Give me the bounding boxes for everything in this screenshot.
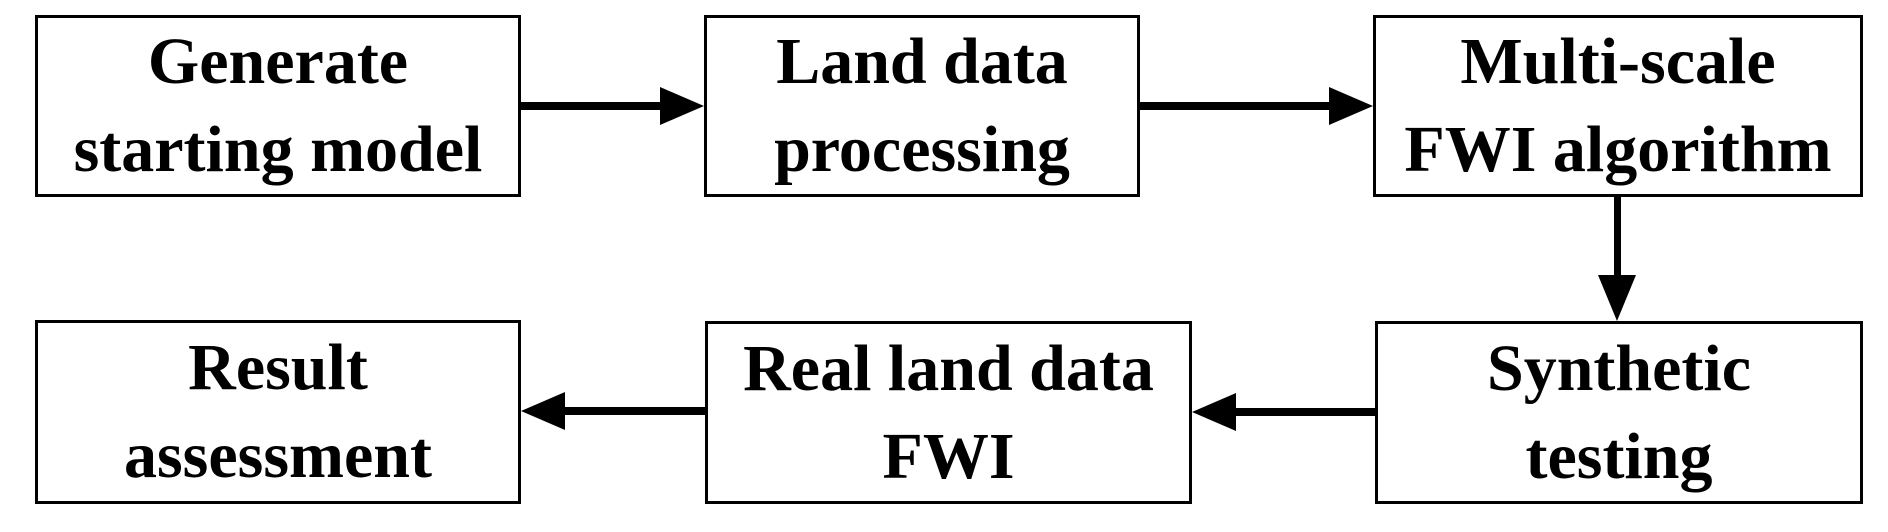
node-land-data-processing: Land data processing <box>704 15 1140 197</box>
node-label-line: Real land data <box>743 331 1154 405</box>
node-label-line: Generate <box>147 25 409 98</box>
arrow-shaft <box>563 407 705 415</box>
node-label-line: Synthetic <box>1487 331 1751 405</box>
arrow-shaft <box>521 102 664 110</box>
node-label-line: Multi-scale <box>1460 25 1776 98</box>
node-label-line: FWI algorithm <box>1404 113 1832 186</box>
node-multi-scale-fwi-algorithm: Multi-scale FWI algorithm <box>1373 15 1863 197</box>
node-label-line: Result <box>188 331 368 404</box>
node-label-line: starting model <box>73 113 483 186</box>
node-label-line: FWI <box>882 419 1015 493</box>
arrowhead-right-icon <box>1329 87 1373 125</box>
arrowhead-left-icon <box>521 392 565 430</box>
arrowhead-down-icon <box>1598 275 1636 321</box>
node-label-line: Land data <box>776 25 1068 98</box>
node-label-line: assessment <box>124 419 432 492</box>
node-real-land-data-fwi: Real land data FWI <box>705 321 1192 504</box>
arrowhead-left-icon <box>1192 393 1236 431</box>
node-synthetic-testing: Synthetic testing <box>1375 321 1863 504</box>
node-generate-starting-model: Generate starting model <box>35 15 521 197</box>
arrow-shaft <box>1234 408 1375 416</box>
arrow-shaft <box>1140 102 1333 110</box>
node-result-assessment: Result assessment <box>35 320 521 504</box>
arrowhead-right-icon <box>660 87 704 125</box>
arrow-shaft <box>1614 197 1621 279</box>
node-label-line: processing <box>774 113 1070 186</box>
node-label-line: testing <box>1525 419 1713 493</box>
